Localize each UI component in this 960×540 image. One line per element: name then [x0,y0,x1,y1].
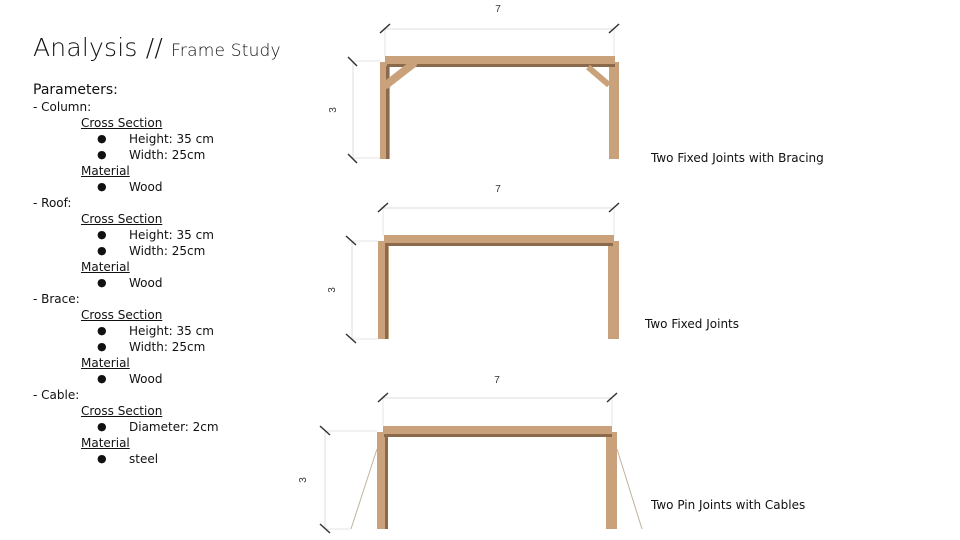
frame-bracing: 7 3 [328,4,620,164]
param-value: ●Diameter: 2cm [97,420,219,434]
material-label: Material [81,164,130,178]
param-group-column: - Column: [33,100,92,114]
cross-section-label: Cross Section [81,404,163,418]
parameters-panel: Parameters: - Column: Cross Section ●Hei… [33,82,219,467]
param-value: ●Height: 35 cm [97,132,214,146]
bullet-icon: ● [97,372,107,385]
param-value: ●Height: 35 cm [97,228,214,242]
height-dimension-label: 3 [328,107,339,113]
param-value: ●steel [97,452,159,466]
param-value: ●Width: 25cm [97,244,206,258]
param-value: ●Wood [97,180,163,194]
title-sub: Frame Study [171,41,281,61]
title-main: Analysis // [33,33,163,62]
frame-caption-bracing: Two Fixed Joints with Bracing [651,151,824,165]
parameters-heading: Parameters: [33,82,118,98]
cross-section-label: Cross Section [81,308,163,322]
span-dimension-label: 7 [495,184,501,195]
bullet-icon: ● [97,276,107,289]
bullet-icon: ● [97,244,107,257]
bullet-icon: ● [97,452,107,465]
param-value: ●Height: 35 cm [97,324,214,338]
span-dimension-label: 7 [494,375,500,386]
frame-caption-cables: Two Pin Joints with Cables [651,498,806,512]
bullet-icon: ● [97,180,107,193]
frame-cables: 7 3 [298,375,643,534]
height-dimension-label: 3 [327,287,338,293]
frame-caption-fixed: Two Fixed Joints [645,317,740,331]
param-value: ●Width: 25cm [97,340,206,354]
param-group-brace: - Brace: [33,292,80,306]
span-dimension-label: 7 [495,4,501,15]
page-title: Analysis // Frame Study [33,33,281,62]
bullet-icon: ● [97,132,107,145]
param-value: ●Width: 25cm [97,148,206,162]
cross-section-label: Cross Section [81,116,163,130]
param-value: ●Wood [97,372,163,386]
frame-fixed: 7 3 [327,184,620,344]
bullet-icon: ● [97,420,107,433]
material-label: Material [81,436,130,450]
height-dimension-label: 3 [298,477,309,483]
param-group-roof: - Roof: [33,196,72,210]
bullet-icon: ● [97,148,107,161]
param-value: ●Wood [97,276,163,290]
param-group-cable: - Cable: [33,388,80,402]
bullet-icon: ● [97,228,107,241]
cross-section-label: Cross Section [81,212,163,226]
material-label: Material [81,356,130,370]
material-label: Material [81,260,130,274]
bullet-icon: ● [97,340,107,353]
bullet-icon: ● [97,324,107,337]
